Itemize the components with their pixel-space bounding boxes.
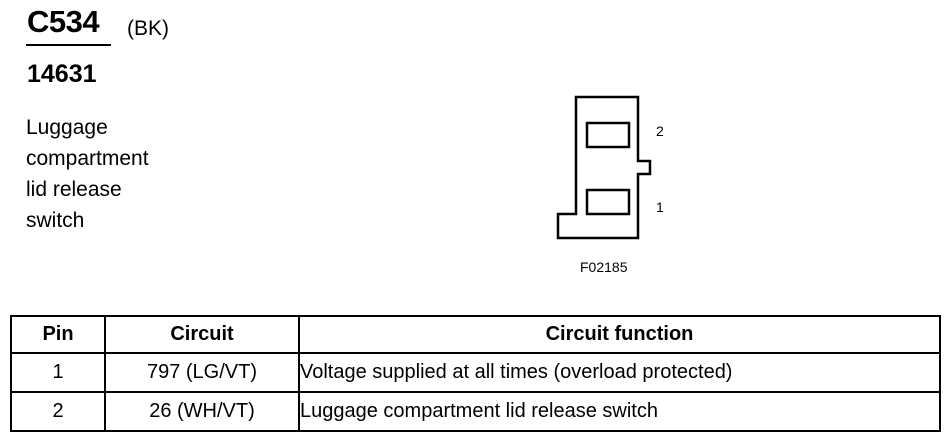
connector-housing [556,95,652,240]
component-description: Luggage compartment lid release switch [26,112,149,236]
table-row: 2 26 (WH/VT) Luggage compartment lid rel… [10,391,941,432]
table-header-row: Pin Circuit Circuit function [10,315,941,354]
description-line: compartment [26,147,149,170]
header-circuit-function: Circuit function [298,315,941,354]
connector-id: C534 [27,4,100,39]
connector-color: (BK) [127,17,169,40]
header-pin: Pin [10,315,106,354]
connector-face-diagram: 2 1 [556,95,664,240]
description-line: lid release [26,178,122,201]
description-line: Luggage [26,116,108,139]
pin-table: Pin Circuit Circuit function 1 797 (LG/V… [10,315,941,432]
figure-code: F02185 [580,259,628,275]
pin-cavity-2 [585,121,631,149]
cell-circuit: 26 (WH/VT) [104,391,300,432]
connector-id-underline [26,44,111,46]
cell-circuit-function: Luggage compartment lid release switch [298,391,941,432]
pin-label-2: 2 [656,123,664,139]
pin-label-1: 1 [656,199,664,215]
description-line: switch [26,209,85,232]
cell-pin: 2 [10,391,106,432]
part-number: 14631 [27,60,97,88]
cell-circuit-function: Voltage supplied at all times (overload … [298,352,941,393]
cell-circuit: 797 (LG/VT) [104,352,300,393]
pin-cavity-1 [585,188,631,216]
table-row: 1 797 (LG/VT) Voltage supplied at all ti… [10,352,941,393]
cell-pin: 1 [10,352,106,393]
header-circuit: Circuit [104,315,300,354]
